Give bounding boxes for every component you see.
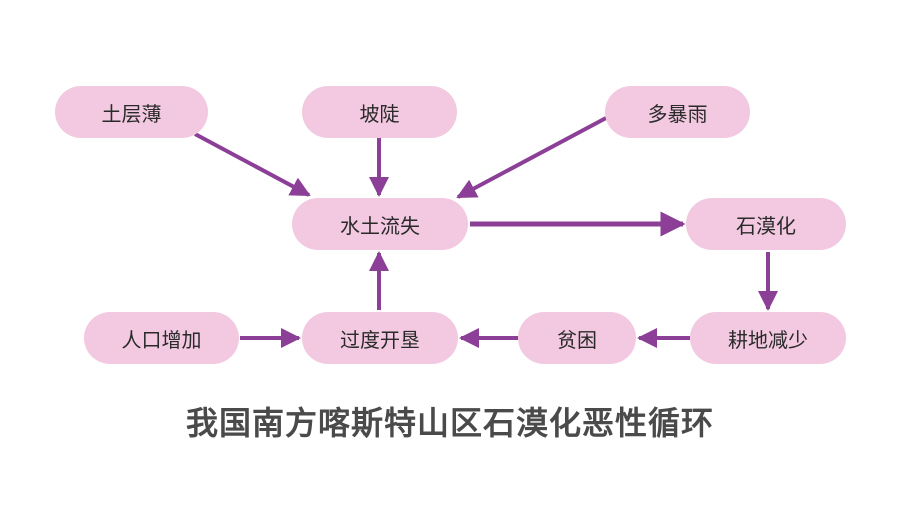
node-label: 多暴雨 xyxy=(647,101,708,126)
node-farmland-decrease: 耕地减少 xyxy=(690,312,846,364)
node-label: 水土流失 xyxy=(340,213,420,238)
node-label: 人口增加 xyxy=(121,327,202,352)
node-population-growth: 人口增加 xyxy=(84,312,239,364)
node-label: 石漠化 xyxy=(736,213,796,238)
node-over-cultivation: 过度开垦 xyxy=(302,312,458,364)
node-label: 贫困 xyxy=(557,327,597,352)
arrow-rainstorm-to-erosion xyxy=(456,116,607,199)
node-rainstorm: 多暴雨 xyxy=(605,86,750,138)
node-rocky-desertification: 石漠化 xyxy=(686,198,846,250)
node-label: 坡陡 xyxy=(359,101,400,126)
node-label: 过度开垦 xyxy=(340,327,420,352)
node-soil-thin: 土层薄 xyxy=(55,86,208,138)
node-label: 土层薄 xyxy=(101,101,162,126)
node-label: 耕地减少 xyxy=(728,327,808,352)
node-soil-erosion: 水土流失 xyxy=(292,198,468,250)
node-steep-slope: 坡陡 xyxy=(302,86,457,138)
node-poverty: 贫困 xyxy=(518,312,636,364)
arrow-soil-thin-to-erosion xyxy=(194,132,311,197)
diagram-title: 我国南方喀斯特山区石漠化恶性循环 xyxy=(185,404,714,442)
